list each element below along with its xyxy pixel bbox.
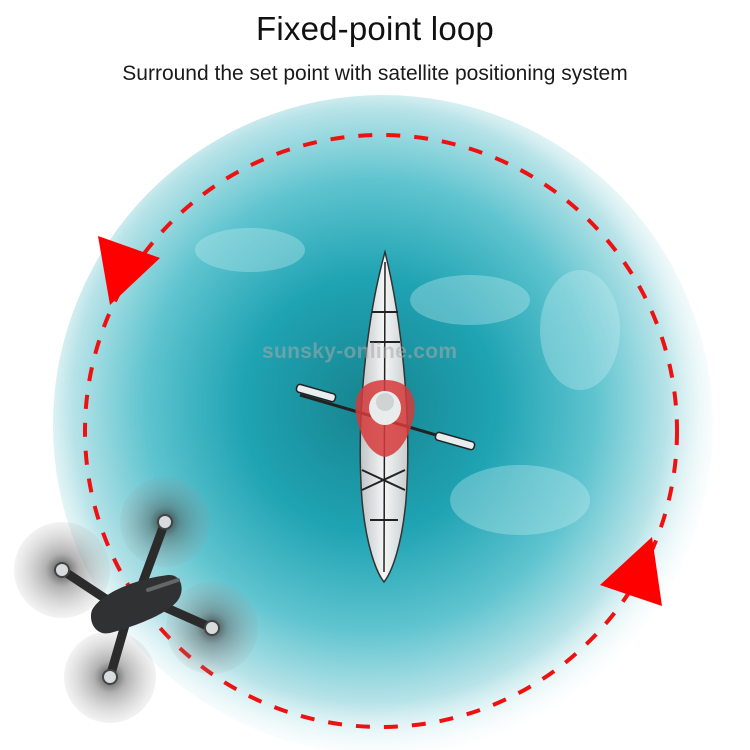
page-subtitle: Surround the set point with satellite po… [122,62,628,85]
direction-arrow-icon-upper-left [98,236,160,305]
direction-arrow-icon-lower-right [600,537,662,606]
reef-patches [195,228,620,535]
watermark: sunsky-online.com [262,340,458,363]
loop-path-dashed [83,133,679,729]
kayak [295,249,476,584]
drone [14,477,258,723]
page-title: Fixed-point loop [255,10,494,47]
